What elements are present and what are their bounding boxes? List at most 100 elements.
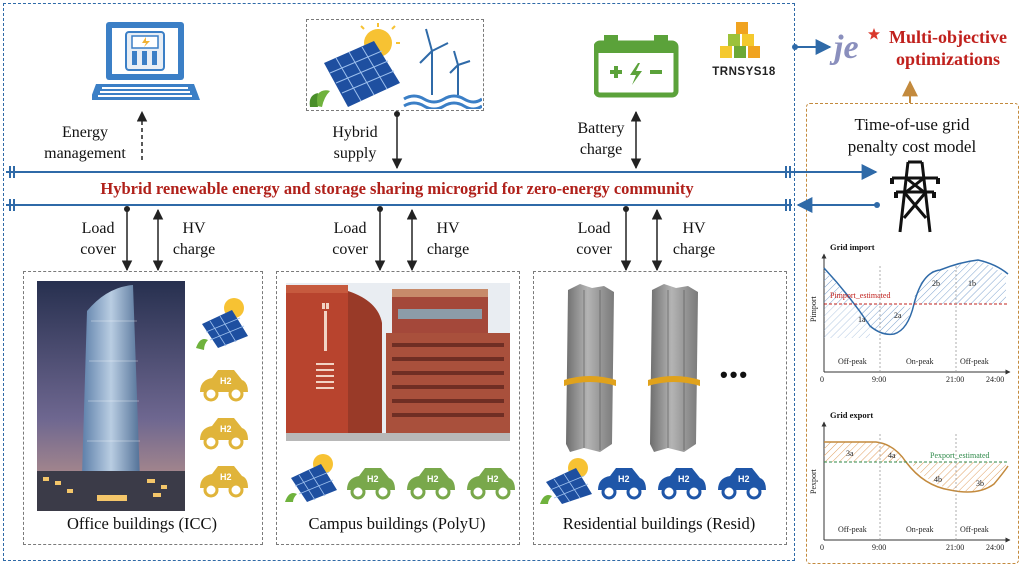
hv-charge-label-resid: HV charge [664,218,724,260]
campus-h2-cars: H2 H2 H2 [343,464,517,500]
microgrid-frame [3,3,795,561]
region-label: 3a [846,449,854,458]
campus-buildings-box [276,271,520,545]
energy-management-label: Energy management [30,122,140,164]
office-buildings-box [23,271,263,545]
region-label: 4a [888,451,896,460]
period-label: Off-peak [838,525,867,534]
h2-badge: H2 [427,474,439,484]
pexport-estimated-label: Pexport_estimated [930,451,990,460]
load-cover-line1: Load [577,220,611,237]
hv-charge-label-campus: HV charge [418,218,478,260]
battery-charge-line1: Battery [577,120,625,137]
hv-charge-line2: charge [672,241,716,258]
microgrid-banner: Hybrid renewable energy and storage shar… [100,179,694,198]
h2-car-icon: H2 [598,468,646,500]
load-cover-label-campus: Load cover [324,218,376,260]
multi-objective-title: Multi-objective optimizations [878,26,1018,70]
multi-objective-line1: Multi-objective [889,27,1007,47]
grid-import-chart: Grid import Pimport Pimport_estimated 1a… [810,242,1011,384]
h2-badge: H2 [618,474,630,484]
h2-car-icon: H2 [718,468,766,500]
h2-badge: H2 [220,472,232,482]
h2-badge: H2 [678,474,690,484]
load-cover-line2: cover [332,241,368,258]
residential-buildings-label: Residential buildings (Resid) [562,514,756,533]
hv-charge-line1: HV [182,220,206,237]
campus-buildings-label: Campus buildings (PolyU) [308,514,486,533]
load-cover-line2: cover [80,241,116,258]
load-cover-label-office: Load cover [72,218,124,260]
x-tick: 24:00 [986,543,1004,552]
h2-car-icon: H2 [200,370,248,402]
grid-export-curve [824,441,1009,493]
x-tick: 9:00 [872,375,886,384]
trnsys-label: TRNSYS18 [712,66,776,78]
energy-management-line2: management [44,145,126,162]
grid-export-title: Grid export [830,410,873,420]
bus-line-top [6,164,878,180]
solar-panel-icon [540,458,592,504]
period-label: Off-peak [960,525,989,534]
period-label: On-peak [906,357,934,366]
trnsys-logo-icon [720,22,760,58]
hv-charge-line1: HV [682,220,706,237]
period-label: Off-peak [838,357,867,366]
x-tick: 21:00 [946,543,964,552]
hv-charge-line2: charge [172,241,216,258]
load-cover-line1: Load [81,220,115,237]
computer-icon [92,22,200,100]
more-ellipsis: ••• [720,362,750,387]
h2-badge: H2 [220,424,232,434]
x-tick: 24:00 [986,375,1004,384]
campus-building-image [286,283,510,441]
region-label: 2b [932,279,940,288]
star-icon [868,28,880,40]
x-tick: 21:00 [946,375,964,384]
solar-panel-icon [196,298,248,350]
office-buildings-label: Office buildings (ICC) [66,514,217,533]
load-cover-label-resid: Load cover [568,218,620,260]
h2-badge: H2 [487,474,499,484]
penalty-model-line1: Time-of-use grid [854,115,970,134]
h2-car-icon: H2 [467,468,515,500]
hybrid-supply-label: Hybrid supply [320,122,390,164]
transmission-tower-icon [890,160,940,233]
grid-import-title: Grid import [830,242,875,252]
residential-h2-cars: H2 H2 H2 [594,464,768,500]
x-tick: 9:00 [872,543,886,552]
pimport-estimated-label: Pimport_estimated [830,291,890,300]
h2-car-icon: H2 [200,418,248,450]
load-cover-line1: Load [333,220,367,237]
hv-charge-label-office: HV charge [164,218,224,260]
x-tick: 0 [820,375,824,384]
load-cover-line2: cover [576,241,612,258]
h2-car-icon: H2 [407,468,455,500]
je-logo: je [834,29,859,66]
period-label: On-peak [906,525,934,534]
penalty-model-title: Time-of-use grid penalty cost model [808,114,1016,158]
grid-export-chart: Grid export Pexport Pexport_estimated 3a… [810,410,1011,552]
penalty-model-line2: penalty cost model [847,137,977,156]
x-tick: 0 [820,543,824,552]
period-label: Off-peak [960,357,989,366]
battery-charge-label: Battery charge [566,118,636,160]
hybrid-supply-image [306,19,484,111]
multi-objective-line2: optimizations [895,49,1000,69]
hybrid-supply-line2: supply [333,145,377,162]
h2-badge: H2 [738,474,750,484]
battery-icon [594,35,679,98]
grid-import-curve [823,259,1009,336]
residential-tower [648,284,700,452]
solar-panel-icon [285,454,337,502]
penalty-model-frame [806,103,1019,564]
hv-charge-line2: charge [426,241,470,258]
office-tower-image [37,281,185,511]
h2-car-icon: H2 [200,466,248,498]
hybrid-supply-line1: Hybrid [332,124,378,141]
region-label: 1b [968,279,976,288]
h2-badge: H2 [220,376,232,386]
bus-line-bottom [6,197,880,213]
region-label: 2a [894,311,902,320]
